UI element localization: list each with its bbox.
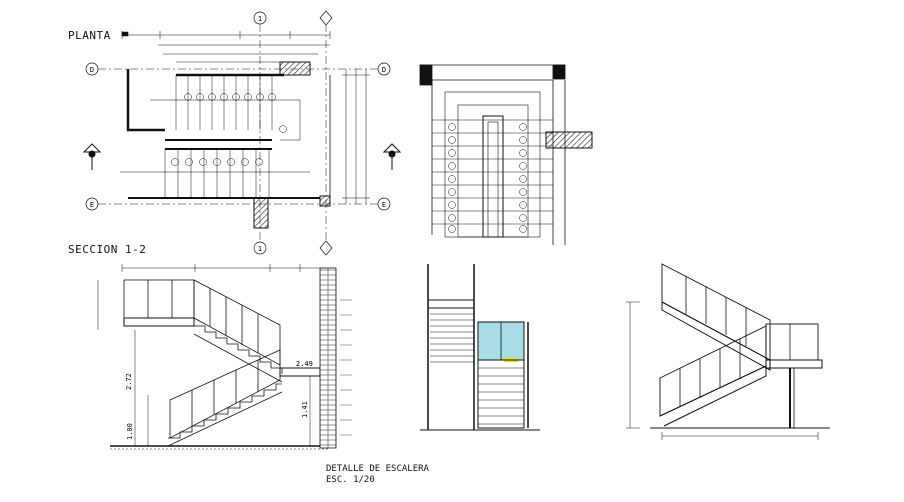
section-marker-left [82,143,102,170]
plan-top-dimensions [121,31,331,63]
axis-diamond-bottom [319,240,333,256]
detail-title: DETALLE DE ESCALERA [326,464,429,474]
section-view [97,264,352,450]
section-marker-right [382,143,402,170]
svg-text:1: 1 [258,15,262,23]
plan-view [82,24,402,242]
axis-bubble-e-left: E [85,197,99,211]
plan-detail-treads [432,119,553,225]
axis-bubble-e-right: E [377,197,391,211]
detail-scale: ESC. 1/20 [326,475,375,485]
plan-detail-view [419,64,593,245]
dim-upper-level: 2.49 [296,360,313,368]
plan-lower-flight-treads [120,149,310,198]
front-elevation-lower-steps [478,367,524,425]
plan-right-dimensions [342,69,370,204]
svg-text:1: 1 [258,245,262,253]
svg-text:E: E [90,201,94,209]
axis-bubble-1-bottom: 1 [253,241,267,255]
front-elevation-steps [430,313,474,363]
plan-detail-step-markers [448,123,527,233]
axis-bubble-d-left: D [85,62,99,76]
side-elevation [626,263,830,440]
axis-bubble-1-top: 1 [253,11,267,25]
dim-total-height: 2.72 [125,373,133,390]
section-title: SECCION 1-2 [68,243,147,256]
plan-step-markers [171,93,287,166]
svg-text:D: D [90,66,94,74]
plan-upper-flight-treads [150,75,301,141]
axis-bubble-d-right: D [377,62,391,76]
svg-text:E: E [382,201,386,209]
front-elevation [420,264,540,431]
dim-lower-height: 1.41 [301,401,309,418]
plan-title: PLANTA [68,29,111,42]
svg-text:D: D [382,66,386,74]
dim-base-level: 1.00 [126,423,134,440]
section-wall-ticks [340,299,352,436]
axis-diamond-top [319,10,333,26]
